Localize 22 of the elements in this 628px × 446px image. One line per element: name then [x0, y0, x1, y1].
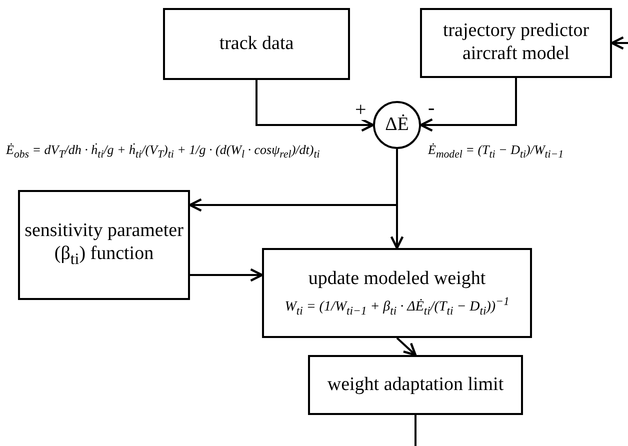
arrow — [420, 78, 517, 132]
process-box — [163, 8, 350, 80]
node-label: update modeled weight — [308, 268, 486, 291]
connector-line — [414, 415, 416, 446]
node-label: ΔĖ — [385, 114, 409, 136]
node-label: weight adaptation limit — [327, 374, 504, 396]
formula-text: W$_{ti}$ = (1/W$_{ti−1}$ + β$_{ti}$ · ΔĖ$_{ti}$/(T$_{ti}$ − D$_{ti}$))$^{−1}$ — [284, 294, 510, 318]
process-box — [308, 355, 523, 415]
process-box — [18, 190, 190, 300]
formula-text: Ė$_{model}$ = (T$_{ti}$ − D$_{ti}$)/W$_{ti−1}$ — [428, 142, 564, 161]
node-label: sensitivity parameter (β$_{ti}$) function — [24, 220, 184, 270]
summing-junction — [373, 101, 421, 149]
arrow — [256, 80, 374, 132]
arrow — [396, 337, 417, 356]
node-label: trajectory predictor aircraft model — [442, 20, 590, 66]
arrow — [190, 268, 264, 282]
formula-text: Ė$_{obs}$ = dV$_{T}$/dh · ḣ$_{ti}$/g + ḣ$_{ti}$/(V$_{T}$)$_{ti}$ + 1/g · (d(W$_{l}$ · cosψ$_{rel}$)/dt)$_{ti}$ — [6, 142, 320, 161]
node-label: track data — [219, 32, 294, 56]
arrow — [188, 149, 398, 212]
process-box — [420, 8, 612, 78]
arrow — [610, 36, 628, 50]
process-box — [262, 248, 532, 338]
